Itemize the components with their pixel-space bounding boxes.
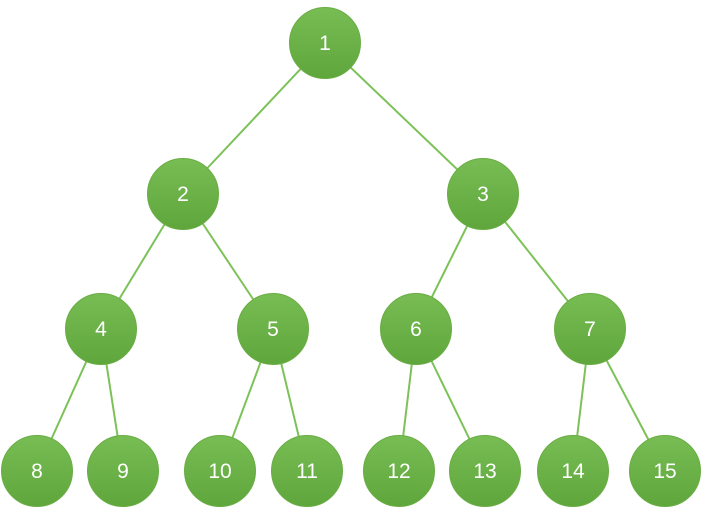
tree-node-4: 4 (65, 293, 137, 365)
node-label: 4 (95, 317, 107, 341)
tree-node-11: 11 (271, 435, 343, 507)
tree-node-9: 9 (87, 435, 159, 507)
node-label: 8 (31, 459, 43, 483)
node-label: 5 (267, 317, 279, 341)
node-label: 7 (584, 317, 596, 341)
tree-node-1: 1 (289, 7, 361, 79)
node-label: 9 (117, 459, 129, 483)
tree-node-13: 13 (449, 435, 521, 507)
tree-node-14: 14 (537, 435, 609, 507)
node-label: 1 (319, 31, 331, 55)
tree-node-5: 5 (237, 293, 309, 365)
tree-node-3: 3 (447, 158, 519, 230)
tree-node-7: 7 (554, 293, 626, 365)
node-label: 2 (177, 182, 189, 206)
node-label: 11 (296, 459, 318, 483)
tree-node-12: 12 (363, 435, 435, 507)
node-label: 15 (653, 459, 677, 483)
node-label: 14 (561, 459, 585, 483)
tree-node-8: 8 (1, 435, 73, 507)
tree-node-15: 15 (629, 435, 701, 507)
node-label: 3 (477, 182, 489, 206)
node-label: 13 (473, 459, 497, 483)
tree-node-6: 6 (380, 293, 452, 365)
tree-node-10: 10 (184, 435, 256, 507)
node-label: 10 (208, 459, 232, 483)
tree-node-2: 2 (147, 158, 219, 230)
node-label: 6 (410, 317, 422, 341)
node-label: 12 (387, 459, 411, 483)
